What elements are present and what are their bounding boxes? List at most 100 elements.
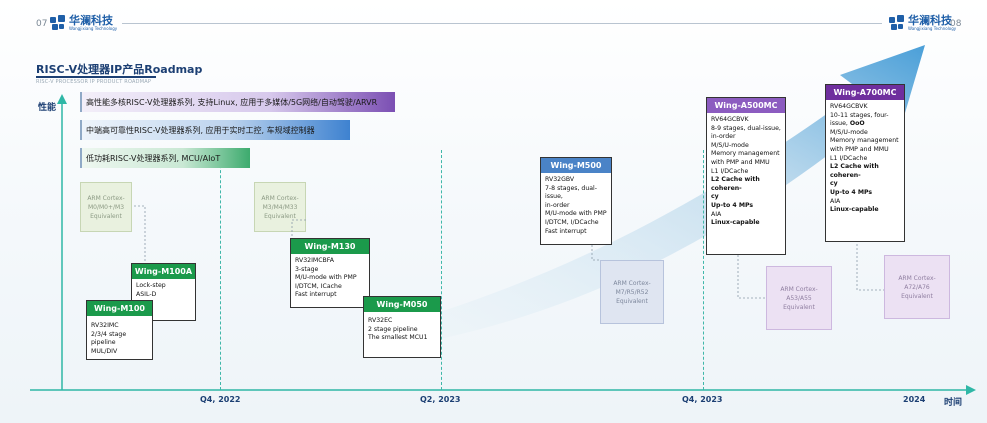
card-wing-m500[interactable]: Wing-M500 RV32GBV 7-8 stages, dual-issue… — [540, 157, 612, 245]
card-line-bold: Up-to 4 MPs — [711, 201, 754, 209]
card-title: Wing-M100A — [132, 264, 195, 279]
company-logo-left: 华澜科技 Wangjixiang Technology — [50, 15, 117, 31]
arm-line: Equivalent — [90, 212, 122, 220]
card-line: 2 stage pipeline — [368, 325, 418, 333]
card-line: The smallest MCU1 — [368, 334, 428, 342]
tick-label: Q4, 2022 — [200, 395, 241, 404]
card-line: MUL/DIV — [91, 347, 118, 355]
card-line: Memory management — [711, 150, 780, 158]
card-title: Wing-M500 — [541, 158, 611, 173]
card-line-bold: L2 Cache with coheren- — [830, 163, 879, 179]
page-number-right: 08 — [950, 19, 962, 29]
card-line: 3-stage — [295, 265, 319, 273]
arm-line: A53/A55 — [786, 294, 812, 302]
card-line-bold: L2 Cache with coheren- — [711, 176, 760, 192]
card-line-bold: Linux-capable — [711, 219, 760, 227]
card-title: Wing-M130 — [291, 239, 369, 254]
card-line-mixed: issue, OoO — [830, 120, 900, 129]
card-line: RV32GBV — [545, 176, 575, 183]
gridline-q2-2023 — [441, 150, 442, 390]
card-line: 2/3/4 stage pipeline — [91, 330, 127, 347]
x-axis-label: 时间 — [944, 398, 963, 408]
arm-line: ARM Cortex- — [613, 279, 651, 287]
card-line: M/U-mode with PMP — [545, 210, 607, 218]
card-line: Lock-step — [136, 282, 166, 289]
arm-line: M3/M4/M33 — [262, 203, 298, 211]
arm-line: A72/A76 — [904, 283, 930, 291]
company-logo-right: 华澜科技 Wangjixiang Technology — [889, 15, 956, 31]
band-high-performance: 高性能多核RISC-V处理器系列, 支持Linux, 应用于多媒体/5G网络/自… — [80, 92, 395, 112]
card-title: Wing-M050 — [364, 297, 440, 312]
logo-text-cn: 华澜科技 — [69, 14, 113, 27]
card-line: with PMP and MMU — [830, 145, 889, 153]
logo-text-cn: 华澜科技 — [908, 14, 952, 27]
card-wing-a700mc[interactable]: Wing-A700MC RV64GCBVK 10-11 stages, four… — [825, 84, 905, 242]
card-title: Wing-A700MC — [826, 85, 904, 100]
header-divider — [122, 23, 882, 24]
card-line: RV32EC — [368, 317, 393, 324]
card-line: L1 I/DCache — [830, 154, 868, 162]
logo-text-en: Wangjixiang Technology — [69, 26, 118, 31]
logo-mark-icon — [889, 15, 905, 31]
logo-mark-icon — [50, 15, 66, 31]
gridline-q4-2022 — [220, 150, 221, 390]
card-line: Fast interrupt — [545, 227, 587, 235]
card-line-bold: cy — [830, 180, 838, 188]
card-line: RV64GCBVK — [711, 116, 749, 123]
band-low-power: 低功耗RISC-V处理器系列, MCU/AIoT — [80, 148, 250, 168]
card-line: in-order — [711, 133, 736, 141]
card-line: M/S/U-mode — [711, 141, 749, 149]
card-line: 10-11 stages, four- — [830, 111, 889, 119]
card-line: issue, — [830, 120, 848, 128]
card-line: RV64GCBVK — [830, 103, 868, 110]
page-number-left: 07 — [36, 19, 48, 29]
arm-line: ARM Cortex- — [87, 194, 125, 202]
card-line: M/U-mode with PMP — [295, 274, 357, 282]
card-line: Memory management — [830, 137, 899, 145]
card-wing-m050[interactable]: Wing-M050 RV32EC 2 stage pipeline The sm… — [363, 296, 441, 358]
band-text: 高性能多核RISC-V处理器系列, 支持Linux, 应用于多媒体/5G网络/自… — [86, 97, 378, 107]
arm-line: ARM Cortex- — [898, 274, 936, 282]
logo-text-en: Wangjixiang Technology — [908, 26, 957, 31]
section-title-underline — [36, 76, 156, 78]
card-line: RV32IMCBFA — [295, 257, 335, 264]
tick-label: Q4, 2023 — [682, 395, 723, 404]
card-title: Wing-M100 — [87, 301, 152, 316]
card-line: with PMP and MMU — [711, 158, 770, 166]
y-axis-label: 性能 — [38, 103, 57, 113]
arm-line: ARM Cortex- — [780, 285, 818, 293]
card-line: AIA — [830, 197, 841, 205]
card-line: RV32IMC — [91, 322, 119, 329]
card-wing-m100[interactable]: Wing-M100 RV32IMC 2/3/4 stage pipeline M… — [86, 300, 153, 360]
card-line-bold: cy — [711, 193, 719, 201]
section-subtitle: RISC-V PROCESSOR IP PRODUCT ROADMAP — [36, 79, 152, 85]
card-line-bold: OoO — [849, 120, 865, 128]
card-wing-a500mc[interactable]: Wing-A500MC RV64GCBVK 8-9 stages, dual-i… — [706, 97, 786, 255]
card-line: AIA — [711, 210, 722, 218]
band-mid-range: 中端高可靠性RISC-V处理器系列, 应用于实时工控, 车规域控制器 — [80, 120, 350, 140]
card-line: 7-8 stages, dual-issue, — [545, 184, 597, 201]
card-line: I/DTCM, ICache — [295, 282, 342, 290]
arm-line: M0/M0+/M3 — [87, 203, 125, 211]
card-line: M/S/U-mode — [830, 128, 868, 136]
card-line: ASIL-D — [136, 290, 157, 298]
card-line: Fast interrupt — [295, 291, 337, 299]
arm-line: Equivalent — [264, 212, 296, 220]
arm-line: Equivalent — [616, 297, 648, 305]
card-line: in-order — [545, 201, 570, 209]
card-title: Wing-A500MC — [707, 98, 785, 113]
card-wing-m130[interactable]: Wing-M130 RV32IMCBFA 3-stage M/U-mode wi… — [290, 238, 370, 308]
band-text: 低功耗RISC-V处理器系列, MCU/AIoT — [86, 153, 221, 163]
card-line: I/DTCM, I/DCache — [545, 218, 599, 226]
card-line-bold: Linux-capable — [830, 206, 879, 214]
section-title: RISC-V处理器IP产品Roadmap — [36, 63, 203, 76]
tick-label: Q2, 2023 — [420, 395, 461, 404]
arm-line: Equivalent — [783, 303, 815, 311]
card-line-bold: Up-to 4 MPs — [830, 188, 873, 196]
card-line: 8-9 stages, dual-issue, — [711, 124, 781, 132]
